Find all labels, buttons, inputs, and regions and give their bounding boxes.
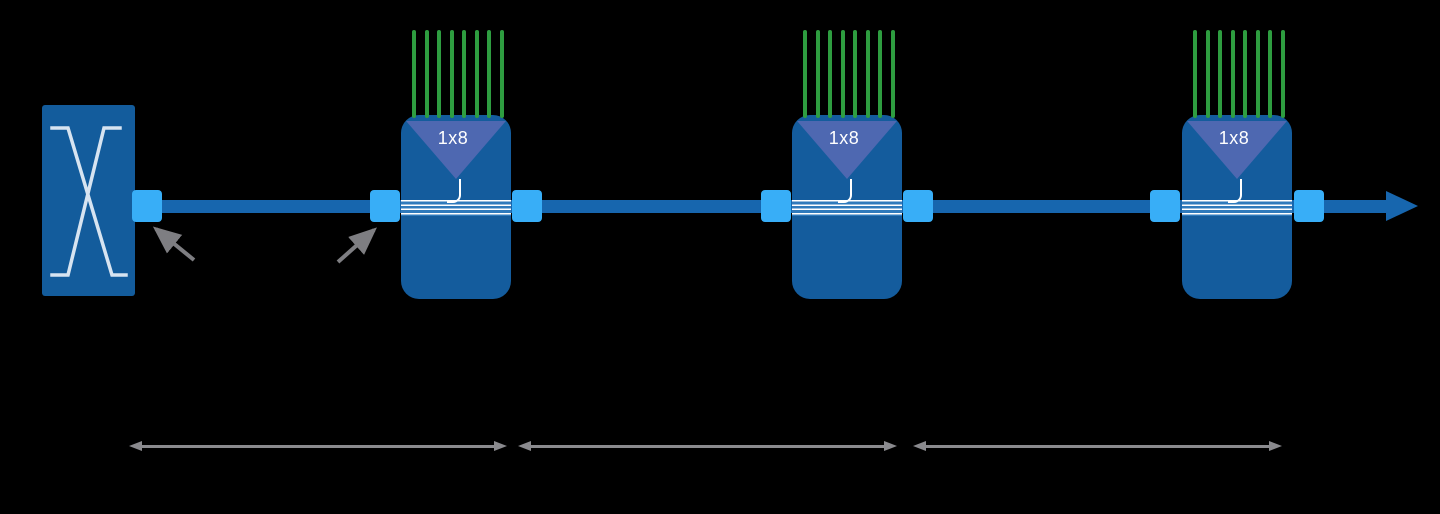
fiber-connector [512, 190, 542, 222]
output-fiber-line [1218, 30, 1222, 118]
right-arrowhead-icon [1386, 191, 1418, 221]
right-arrowhead-icon [884, 441, 897, 451]
passthrough-fiber-band [792, 200, 902, 216]
splitter-ratio-label: 1x8 [828, 128, 860, 148]
span-arrow-line [924, 445, 1271, 448]
span-arrow-line [529, 445, 886, 448]
output-fiber-line [891, 30, 895, 118]
passthrough-fiber-band [401, 200, 511, 216]
cross-connect-icon [50, 126, 128, 277]
output-fiber-line [437, 30, 441, 118]
splitter-module: 1x8 [1182, 30, 1292, 299]
passthrough-fiber-band [1182, 200, 1292, 216]
output-fiber-line [462, 30, 466, 118]
splitter-drop-line [447, 179, 461, 203]
splitter-module: 1x8 [792, 30, 902, 299]
output-fiber-line [475, 30, 479, 118]
fiber-connector [903, 190, 933, 222]
right-arrowhead-icon [494, 441, 507, 451]
right-arrowhead-icon [1269, 441, 1282, 451]
output-fiber-line [828, 30, 832, 118]
output-fiber-line [1243, 30, 1247, 118]
output-fiber-line [1256, 30, 1260, 118]
left-arrowhead-icon [913, 441, 926, 451]
output-fiber-line [866, 30, 870, 118]
output-fiber-line [803, 30, 807, 118]
output-fiber-line [853, 30, 857, 118]
olt-switch [42, 105, 135, 296]
splitter-ratio-label: 1x8 [437, 128, 469, 148]
output-fiber-line [841, 30, 845, 118]
splitter-drop-line [1228, 179, 1242, 203]
fiber-connector [1150, 190, 1180, 222]
fiber-connector [1294, 190, 1324, 222]
splitter-drop-line [838, 179, 852, 203]
span-arrow-line [140, 445, 496, 448]
left-arrowhead-icon [518, 441, 531, 451]
distance-span-arrow [518, 441, 897, 452]
output-fiber-line [450, 30, 454, 118]
output-fiber-line [816, 30, 820, 118]
fiber-connector [370, 190, 400, 222]
splitter-module: 1x8 [401, 30, 511, 299]
output-fiber-line [412, 30, 416, 118]
distance-span-arrow [129, 441, 507, 452]
distance-span-arrow [913, 441, 1282, 452]
fiber-connector [761, 190, 791, 222]
left-arrowhead-icon [129, 441, 142, 451]
output-fiber-line [425, 30, 429, 118]
output-fiber-line [878, 30, 882, 118]
output-fiber-line [1268, 30, 1272, 118]
output-fiber-line [1206, 30, 1210, 118]
output-fiber-line [1281, 30, 1285, 118]
connector-pointer-arrow [152, 226, 196, 262]
fiber-connector [132, 190, 162, 222]
output-fiber-line [487, 30, 491, 118]
output-fiber-line [500, 30, 504, 118]
output-fiber-line [1193, 30, 1197, 118]
connector-pointer-arrow [336, 227, 377, 264]
output-fiber-line [1231, 30, 1235, 118]
splitter-ratio-label: 1x8 [1218, 128, 1250, 148]
